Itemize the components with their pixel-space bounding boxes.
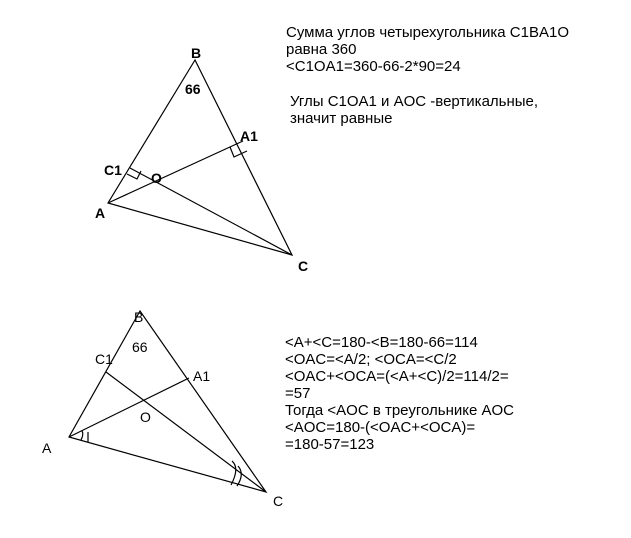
- text-line: Углы C1OA1 и AOC -вертикальные,: [290, 93, 539, 110]
- bisector-aa1: [68, 377, 190, 438]
- angle-arc-a: [80, 430, 84, 441]
- text-line: <OAC=<A/2; <OCA=<C/2: [285, 351, 457, 368]
- diagram-2: [68, 309, 268, 494]
- explanation-text-3: <A+<C=180-<B=180-66=114 <OAC=<A/2; <OCA=…: [285, 334, 514, 453]
- angle-arc-c-outer: [230, 460, 237, 486]
- altitude-cc1: [129, 167, 293, 256]
- right-angle-mark-a1: [229, 146, 248, 158]
- text-line: <AOC=180-(<OAC+<OCA)=: [285, 419, 476, 436]
- vertex-label-a2: A: [42, 440, 52, 456]
- text-line: <A+<C=180-<B=180-66=114: [285, 334, 478, 351]
- triangle-abc-1: [107, 58, 294, 256]
- angle-label-b-1: 66: [185, 81, 201, 97]
- foot-label-a1-2: A1: [193, 368, 210, 384]
- explanation-text-2: Углы C1OA1 и AOC -вертикальные, значит р…: [290, 93, 538, 127]
- text-line: равна 360: [286, 41, 357, 58]
- vertex-label-a1: A: [95, 205, 105, 221]
- text-line: <OAC+<OCA=(<A+<C)/2=114/2=: [285, 368, 509, 385]
- point-label-o-1: O: [151, 170, 162, 186]
- diagram-1: [107, 58, 294, 256]
- text-line: значит равные: [290, 110, 393, 127]
- vertex-label-b1: B: [191, 45, 201, 61]
- text-line: =57: [285, 385, 311, 402]
- angle-label-b-2: 66: [132, 339, 148, 355]
- angle-arc-c-inner: [236, 465, 242, 487]
- text-line: Сумма углов четырехугольника C1BA1O: [286, 24, 569, 41]
- point-label-o-2: O: [140, 409, 151, 425]
- text-line: Тогда <AOC в треугольнике AOC: [285, 402, 514, 419]
- explanation-text-1: Сумма углов четырехугольника C1BA1O равн…: [286, 24, 569, 75]
- vertex-label-b2: B: [134, 309, 143, 325]
- vertex-label-c2: C: [273, 493, 283, 509]
- text-line: =180-57=123: [285, 436, 375, 453]
- altitude-aa1: [107, 140, 244, 204]
- vertex-label-c1: C: [298, 258, 308, 274]
- foot-label-c1-1: C1: [104, 162, 122, 178]
- text-line: <C1OA1=360-66-2*90=24: [286, 58, 461, 75]
- foot-label-c1-2: C1: [95, 351, 113, 367]
- triangle-abc-2: [68, 309, 268, 494]
- foot-label-a1-1: A1: [240, 128, 258, 144]
- bisector-cc1: [105, 371, 267, 493]
- right-angle-mark-c1: [126, 170, 142, 180]
